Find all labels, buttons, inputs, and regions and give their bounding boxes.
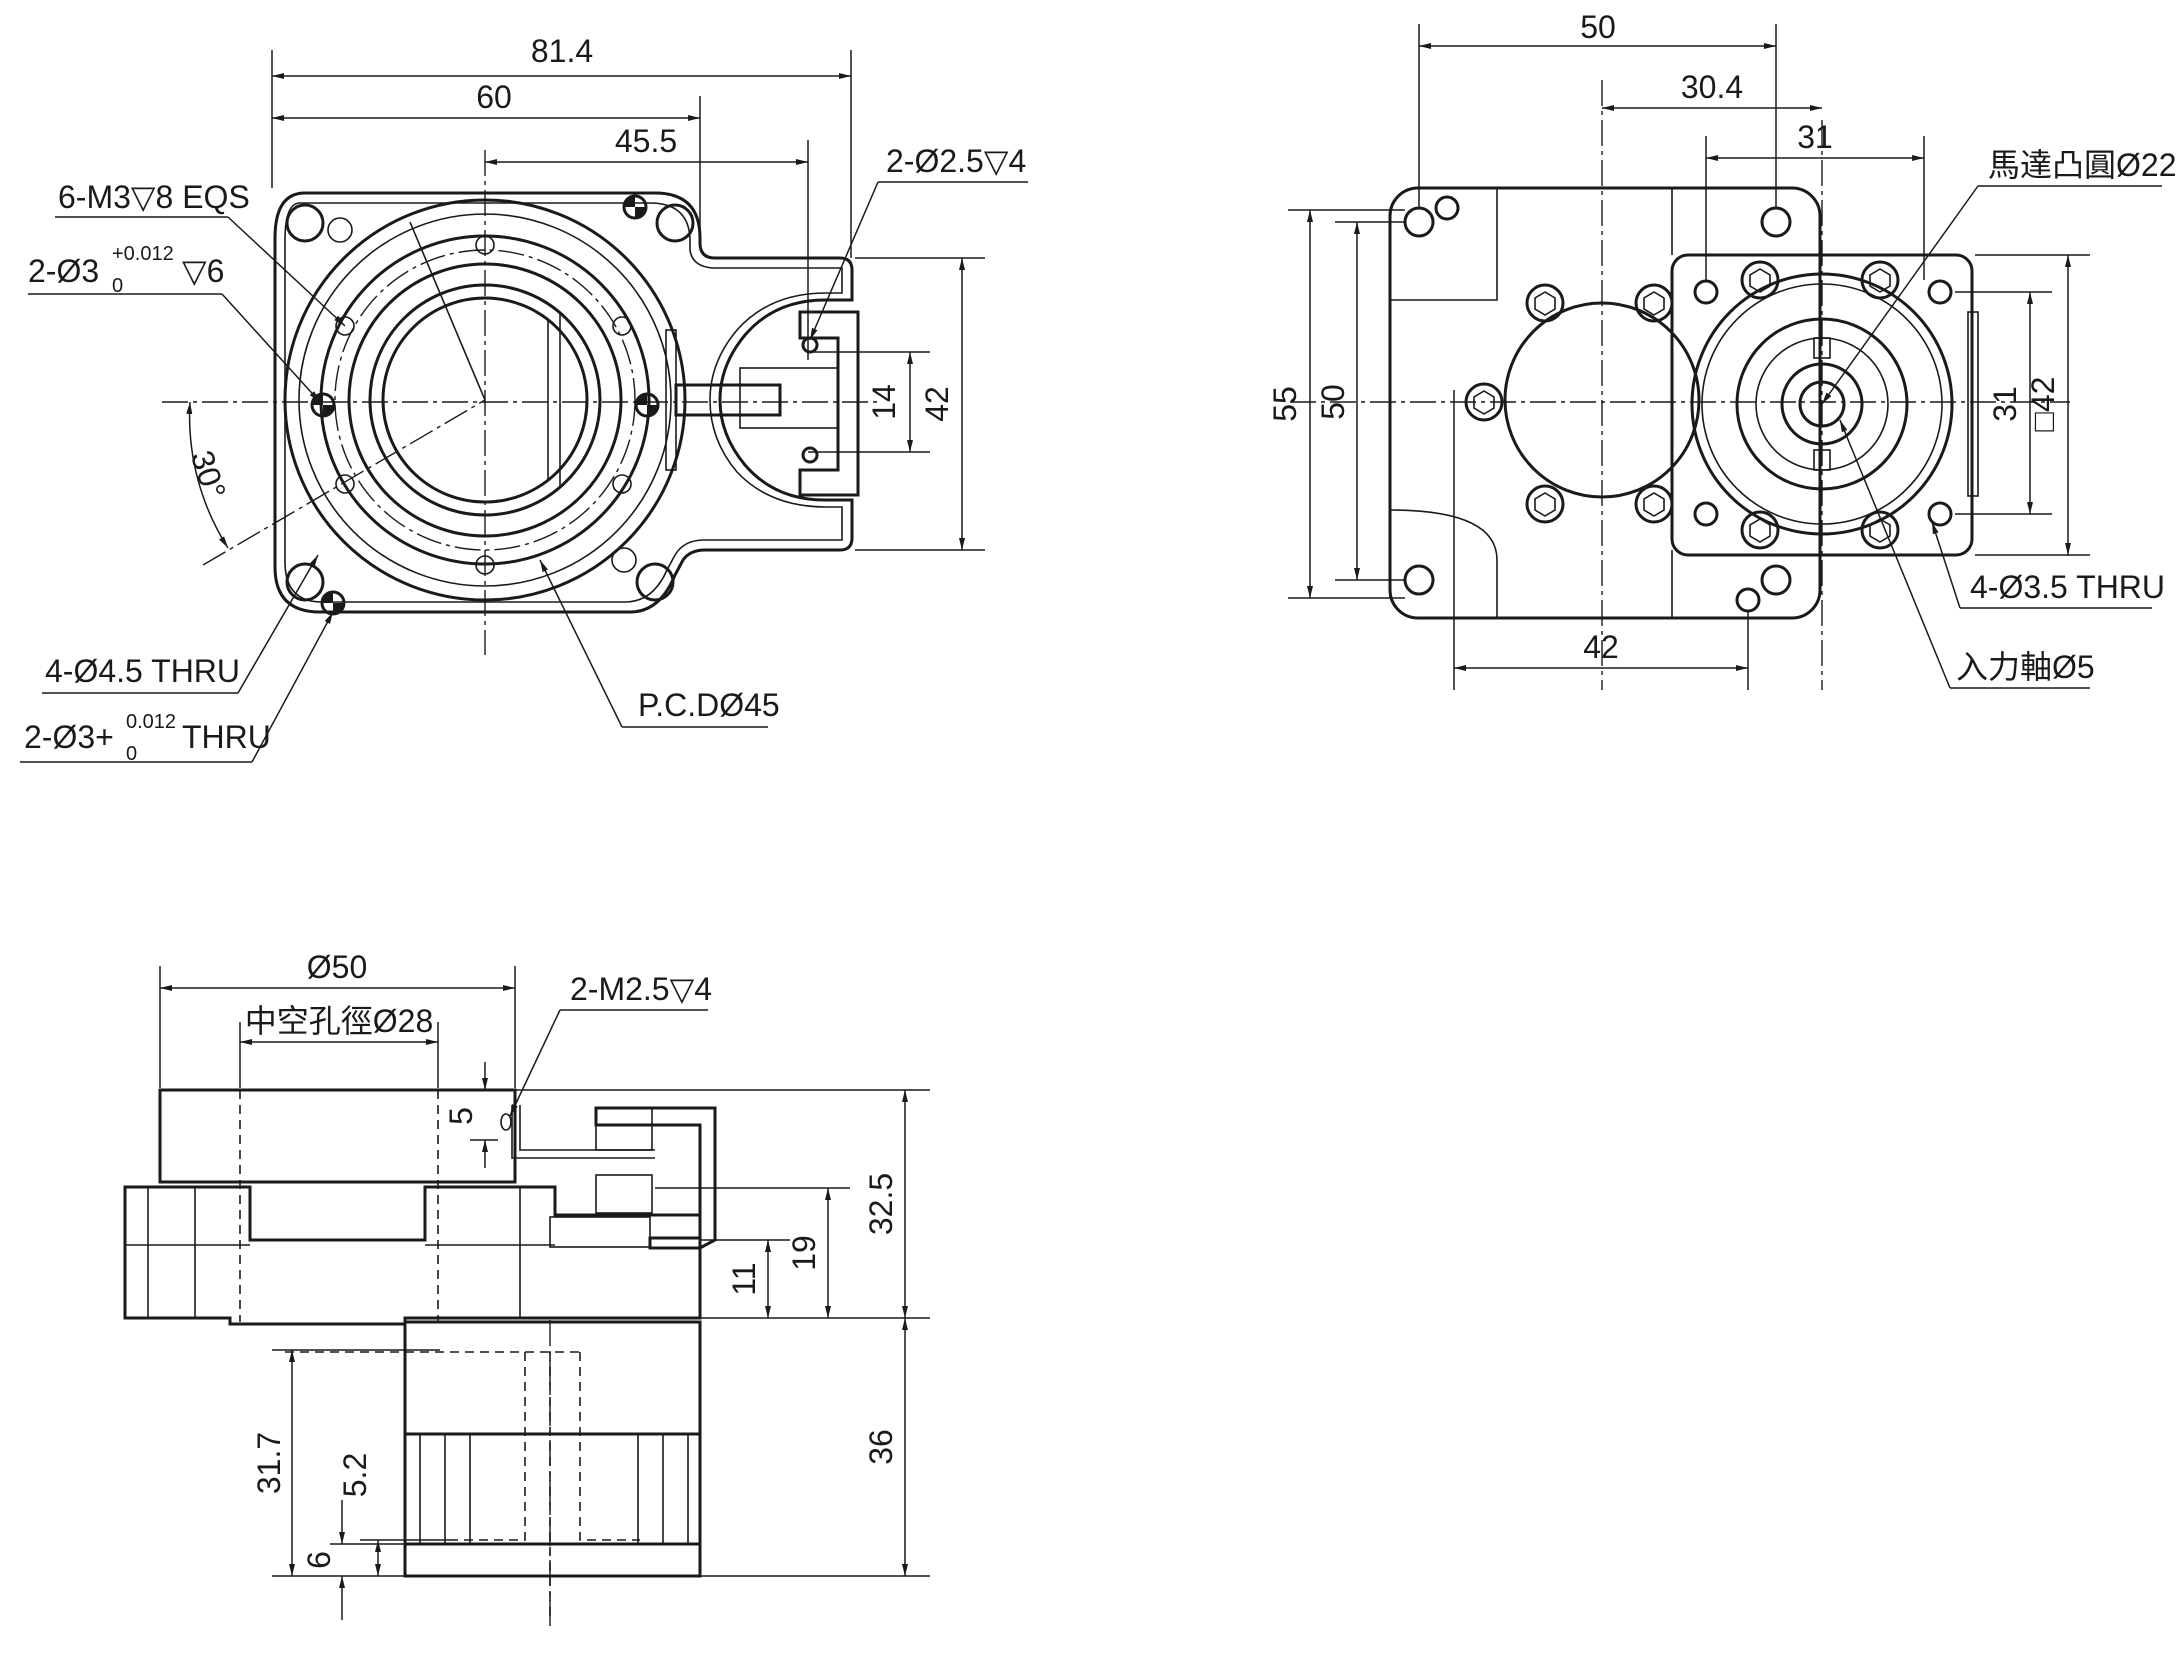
front-dim-42: 42 — [919, 386, 955, 422]
front-bracket-hole-bottom — [801, 446, 819, 464]
front-corner-hole-tl — [285, 203, 325, 243]
front-dim-81-4: 81.4 — [531, 33, 593, 69]
rear-callout-motor-boss: 馬達凸圓Ø22 — [1988, 147, 2177, 183]
side-callout-m2-5: 2-M2.5▽4 — [570, 971, 712, 1007]
rear-left-flange-bottom — [1389, 509, 1498, 618]
front-pin-hole-top — [622, 194, 648, 220]
front-housing-outline — [273, 191, 854, 614]
rear-dim-50-left: 50 — [1315, 384, 1351, 420]
front-dim-45-5: 45.5 — [615, 123, 677, 159]
rear-plate-side-tab — [1967, 311, 1979, 497]
rear-left-flange-top — [1390, 188, 1498, 301]
side-hidden-shaft-left — [450, 1352, 526, 1541]
side-dim-32-5: 32.5 — [863, 1173, 899, 1235]
front-bracket-block — [739, 367, 839, 429]
svg-text:▽6: ▽6 — [182, 253, 224, 289]
front-pcd-leader-radius — [409, 221, 486, 401]
side-dim-11: 11 — [726, 1262, 762, 1295]
side-dim-hollow: 中空孔徑Ø28 — [245, 1003, 434, 1039]
rear-hex-bolts — [1464, 260, 1900, 550]
svg-text:+0.012: +0.012 — [112, 243, 174, 265]
svg-text:THRU: THRU — [182, 719, 271, 755]
side-motor-base — [403, 1542, 702, 1578]
side-bracket-block-b — [595, 1174, 653, 1214]
rear-callout-hole-3-5: 4-Ø3.5 THRU — [1970, 569, 2165, 605]
front-housing-inner-outline — [284, 202, 843, 603]
front-small-hole-tl — [327, 217, 353, 243]
side-dim-19: 19 — [786, 1235, 822, 1271]
side-dim-6: 6 — [301, 1551, 337, 1569]
front-callout-pin3: 2-Ø3 +0.012 0 ▽6 — [28, 243, 224, 297]
front-corner-hole-tr — [655, 203, 695, 243]
side-sensor-wire — [511, 1105, 655, 1159]
front-callout-pin3-thru: 2-Ø3+ 0.012 0 THRU — [24, 711, 271, 765]
side-hidden-shaft-right — [579, 1352, 640, 1541]
front-pcd-circle — [334, 249, 636, 551]
front-angle-30: 30° — [184, 446, 233, 503]
side-dim-36: 36 — [863, 1429, 899, 1465]
front-corner-hole-br — [635, 562, 675, 602]
front-corner-hole-bl — [285, 562, 325, 602]
side-body-upper — [123, 1185, 702, 1326]
rear-dim-30-4: 30.4 — [1681, 69, 1743, 105]
side-motor-housing — [403, 1432, 702, 1546]
side-dim-d50: Ø50 — [307, 949, 367, 985]
front-callout-hole-2-5: 2-Ø2.5▽4 — [886, 143, 1026, 179]
front-pin-hole-bottom — [320, 590, 346, 616]
rear-dim-31-top: 31 — [1797, 119, 1833, 155]
svg-text:0.012: 0.012 — [126, 711, 176, 733]
rear-dim-31-right: 31 — [1987, 386, 2023, 422]
rear-dim-42-bottom: 42 — [1583, 629, 1619, 665]
side-gearbox-lower — [403, 1320, 702, 1436]
front-callout-hole-4-5: 4-Ø4.5 THRU — [45, 653, 240, 689]
side-tap-hole — [500, 1113, 512, 1131]
rear-housing-outline — [1388, 186, 1822, 620]
side-dim-5: 5 — [443, 1107, 479, 1125]
side-dim-5-2: 5.2 — [337, 1453, 373, 1497]
rear-callout-input-shaft: 入力軸Ø5 — [1956, 649, 2095, 685]
svg-text:0: 0 — [126, 743, 137, 765]
front-callout-m3: 6-M3▽8 EQS — [58, 179, 250, 215]
front-callout-pcd: P.C.DØ45 — [638, 687, 780, 723]
front-small-hole-br — [611, 547, 637, 573]
side-dim-31-7: 31.7 — [251, 1432, 287, 1494]
side-top-table — [158, 1088, 517, 1184]
front-pin-hole-right — [634, 392, 660, 418]
side-worm-cap — [549, 1216, 651, 1248]
front-angle-line — [202, 399, 486, 566]
side-view: Ø50 中空孔徑Ø28 5 32.5 19 11 36 31.7 — [123, 949, 930, 1630]
side-sensor-bracket — [594, 1106, 717, 1250]
rear-view: 50 30.4 31 55 50 31 □42 42 馬達凸圓Ø — [1267, 9, 2177, 690]
front-dim-14: 14 — [866, 384, 902, 420]
front-bracket-hole-top — [801, 336, 819, 354]
svg-text:2-Ø3+: 2-Ø3+ — [24, 719, 114, 755]
front-view: 81.4 60 45.5 14 42 30° 6-M3▽8 EQS 2-Ø3 +… — [20, 33, 1028, 765]
rear-dim-50-top: 50 — [1580, 9, 1616, 45]
svg-text:2-Ø3: 2-Ø3 — [28, 253, 99, 289]
side-bracket-block-a — [595, 1107, 653, 1151]
front-dim-60: 60 — [476, 79, 512, 115]
side-sensor-wire-2 — [519, 1105, 655, 1151]
rear-dim-55: 55 — [1267, 386, 1303, 422]
svg-text:0: 0 — [112, 275, 123, 297]
rear-dim-sq42: □42 — [2025, 377, 2061, 432]
front-worm-shaft — [674, 383, 782, 417]
